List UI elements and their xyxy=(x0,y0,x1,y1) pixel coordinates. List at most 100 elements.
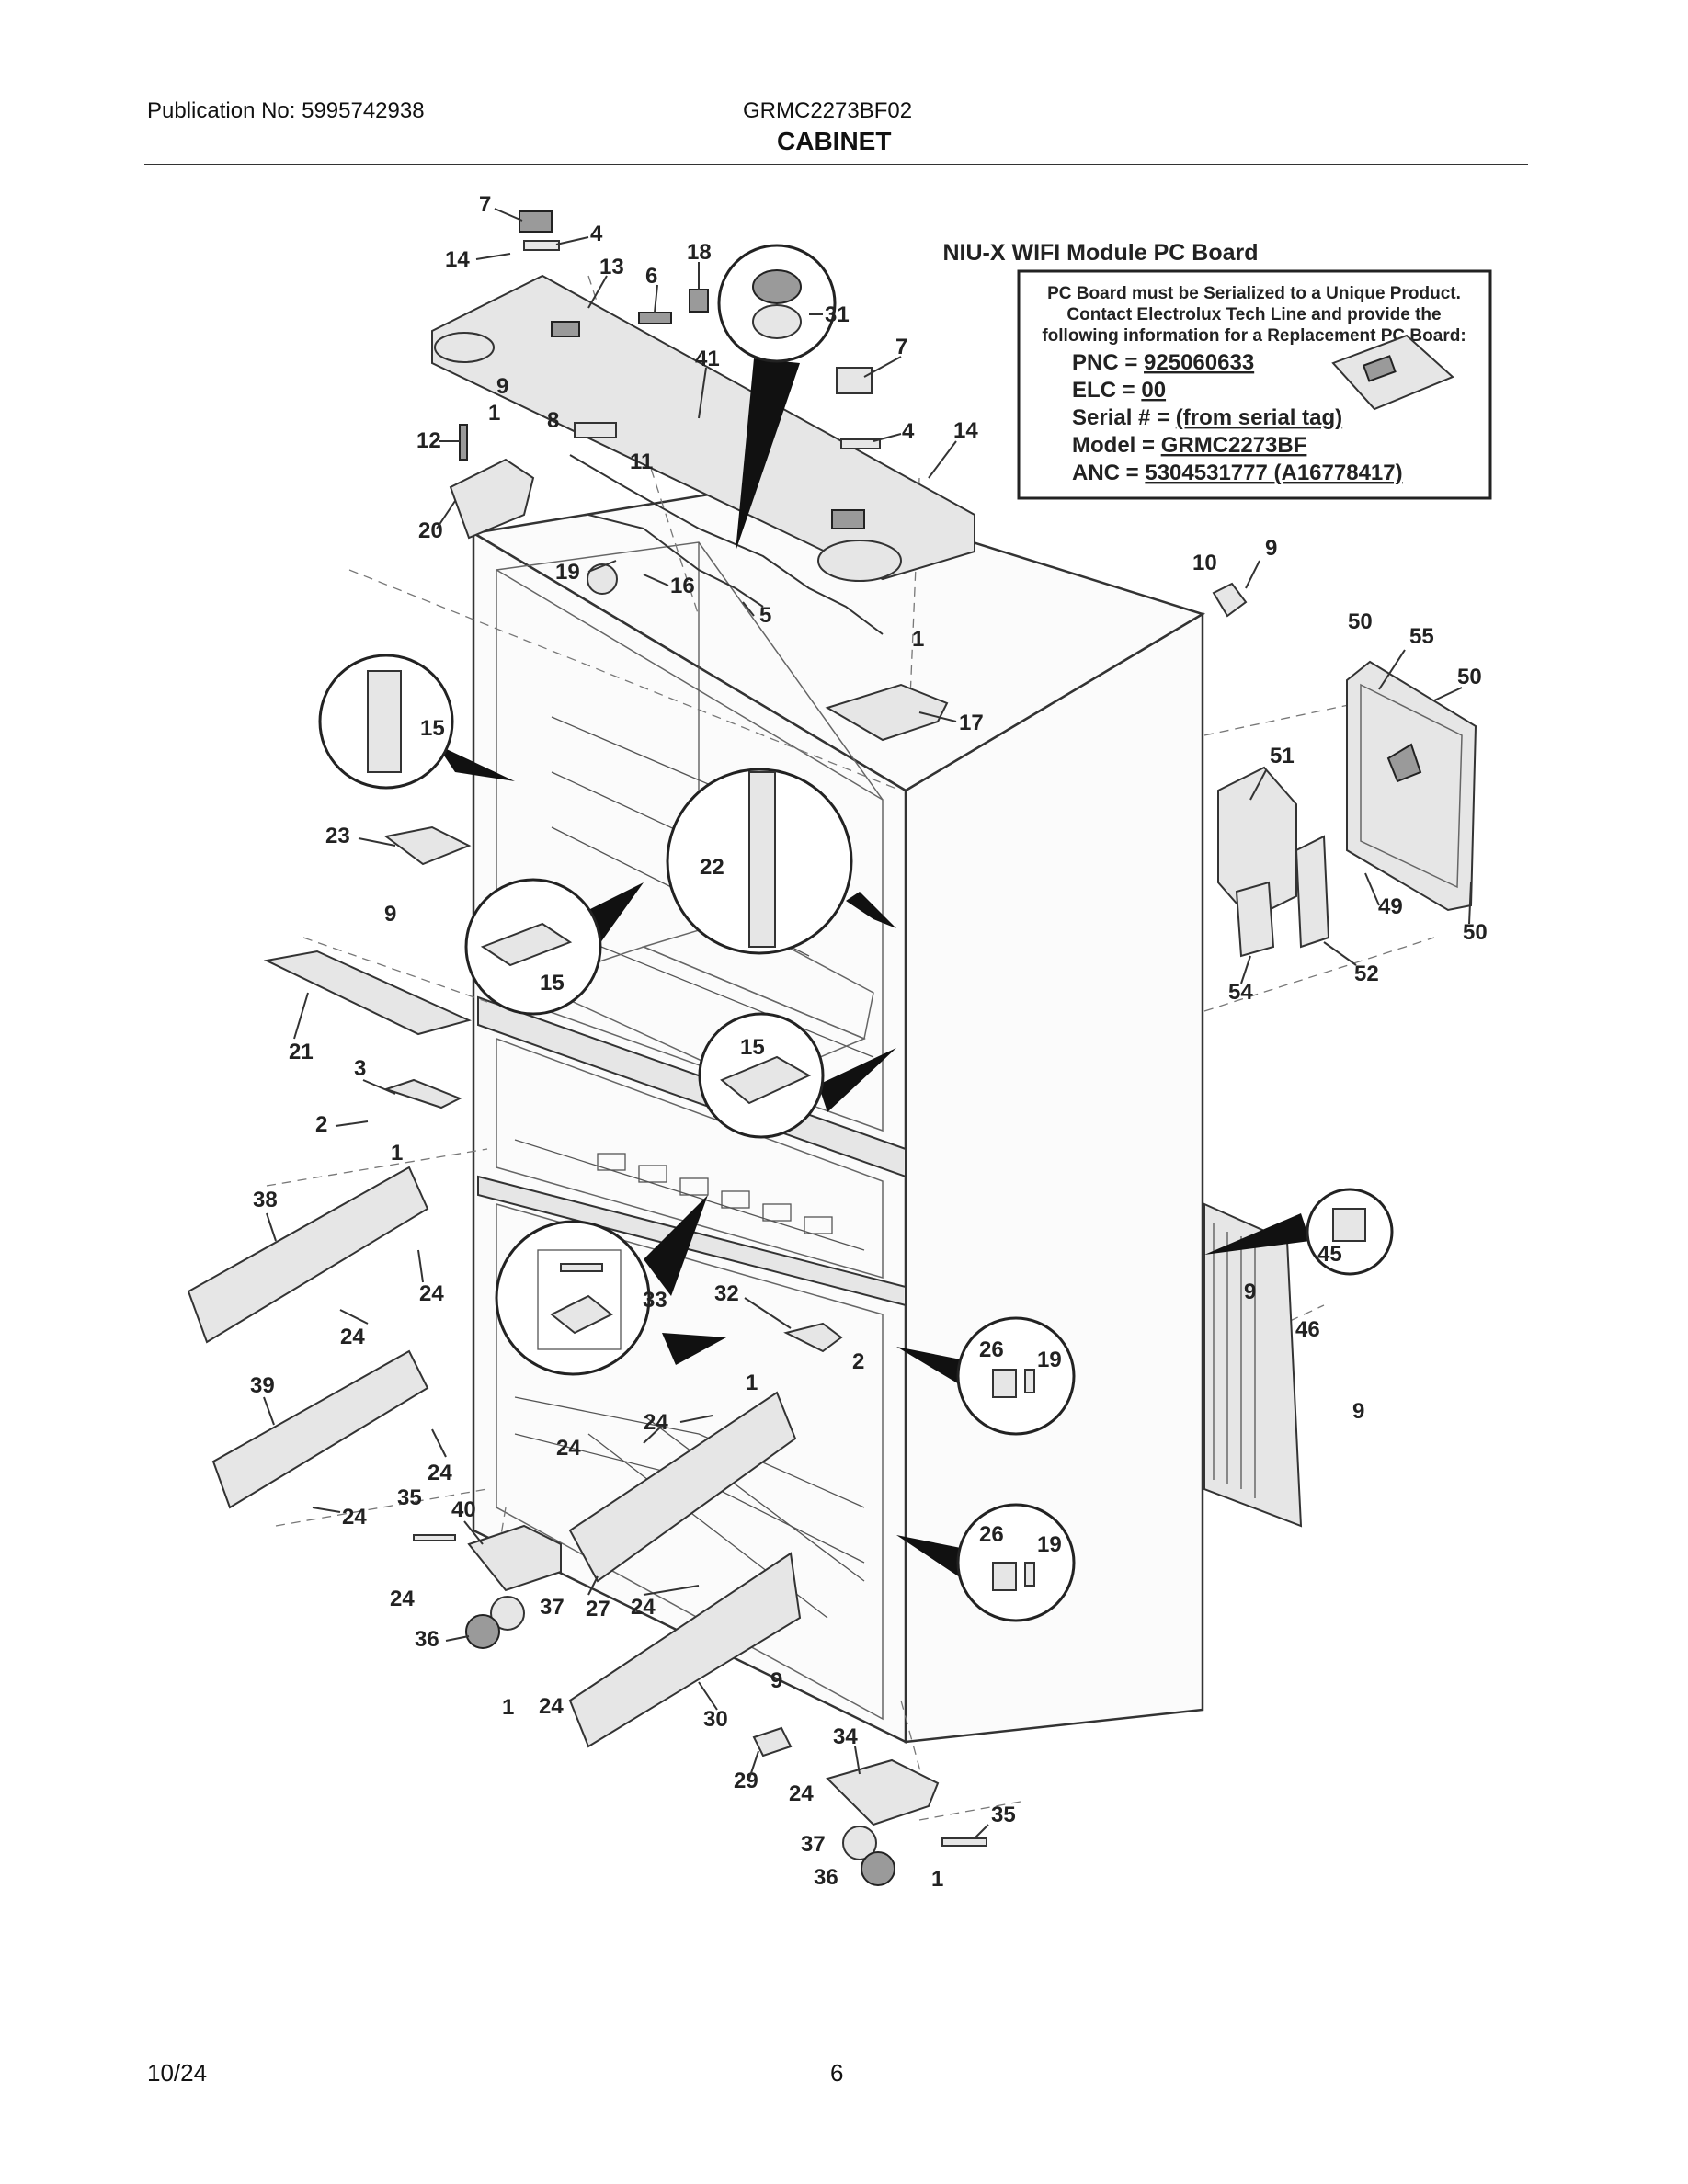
detail-circle-45 xyxy=(1204,1188,1394,1276)
callout-16: 16 xyxy=(670,574,695,598)
detail-circle-15-upper xyxy=(318,654,515,790)
serial-label: Serial # = xyxy=(1072,405,1176,430)
callout-9: 9 xyxy=(1244,1280,1256,1304)
part-29 xyxy=(752,1726,793,1757)
callout-9: 9 xyxy=(1352,1399,1364,1424)
sensor-18 xyxy=(689,289,709,313)
header-rule xyxy=(144,164,1528,165)
hinge-40 xyxy=(467,1524,562,1592)
model-number: GRMC2273BF02 xyxy=(743,98,913,123)
callout-33: 33 xyxy=(643,1288,667,1313)
callout-54: 54 xyxy=(1228,980,1253,1005)
callout-24: 24 xyxy=(789,1781,814,1806)
callout-24: 24 xyxy=(428,1461,452,1485)
page-number: 6 xyxy=(830,2059,844,2087)
callout-45: 45 xyxy=(1317,1242,1342,1267)
cover-46-vents xyxy=(1213,1223,1256,1498)
board-54 xyxy=(1235,881,1275,958)
callout-18: 18 xyxy=(687,240,712,265)
callout-13: 13 xyxy=(599,255,624,279)
callout-24: 24 xyxy=(390,1587,415,1611)
callout-15: 15 xyxy=(420,716,445,741)
cover-7-right xyxy=(836,367,873,394)
part-11 xyxy=(574,422,617,438)
model-label: Model = xyxy=(1072,433,1161,458)
callout-37: 37 xyxy=(801,1832,826,1857)
callout-39: 39 xyxy=(250,1373,275,1398)
callout-1: 1 xyxy=(488,401,500,426)
leveler-36-left xyxy=(465,1614,500,1649)
elc-label: ELC = xyxy=(1072,378,1141,403)
detail-circle-26-upper xyxy=(896,1316,1076,1436)
hinge-17 xyxy=(825,683,949,742)
callout-1: 1 xyxy=(502,1695,514,1720)
callout-35: 35 xyxy=(991,1803,1016,1827)
callout-14: 14 xyxy=(445,247,470,272)
callout-22: 22 xyxy=(700,855,724,880)
callout-1: 1 xyxy=(931,1867,943,1892)
callout-1: 1 xyxy=(391,1141,403,1166)
hinge-23 xyxy=(383,825,472,866)
wifi-box-line3: following information for a Replacement … xyxy=(1042,326,1466,346)
callout-4: 4 xyxy=(590,222,603,246)
publication-number: Publication No: 5995742938 xyxy=(147,98,425,123)
trim-39 xyxy=(211,1349,429,1509)
callout-40: 40 xyxy=(451,1497,476,1522)
callout-12: 12 xyxy=(416,428,441,453)
roller-37-right xyxy=(842,1826,877,1860)
leveler-36-right xyxy=(861,1851,895,1886)
callout-8: 8 xyxy=(547,408,559,433)
hinge-20 xyxy=(449,458,535,540)
callout-19: 19 xyxy=(1037,1532,1062,1557)
callout-31: 31 xyxy=(825,302,850,327)
callout-1: 1 xyxy=(912,627,924,652)
callout-50: 50 xyxy=(1463,920,1488,945)
callout-46: 46 xyxy=(1295,1317,1320,1342)
callout-11: 11 xyxy=(630,449,653,474)
part-32 xyxy=(783,1322,843,1353)
callout-32: 32 xyxy=(714,1281,739,1306)
rod-12 xyxy=(459,424,468,461)
callout-24: 24 xyxy=(631,1595,656,1620)
callout-36: 36 xyxy=(814,1865,838,1890)
cover-7-top xyxy=(519,210,553,233)
callout-36: 36 xyxy=(415,1627,439,1652)
callout-7: 7 xyxy=(479,192,491,217)
callout-30: 30 xyxy=(703,1707,728,1732)
control-panel-cover xyxy=(1346,660,1477,912)
callout-23: 23 xyxy=(325,824,350,848)
callout-5: 5 xyxy=(759,603,771,628)
hinge-3 xyxy=(382,1078,462,1109)
callout-7: 7 xyxy=(895,335,907,359)
callout-19: 19 xyxy=(555,560,580,585)
callout-21: 21 xyxy=(289,1040,314,1064)
board-52 xyxy=(1295,835,1330,949)
svg-text:PNC = 925060633: PNC = 925060633 xyxy=(1072,350,1254,375)
kick-27 xyxy=(568,1391,797,1583)
callout-29: 29 xyxy=(734,1769,758,1793)
detail-circle-26-lower xyxy=(896,1503,1076,1622)
control-board-51 xyxy=(1217,766,1297,921)
callout-24: 24 xyxy=(556,1436,581,1461)
anc-label: ANC = xyxy=(1072,461,1145,485)
bulb-4-right xyxy=(840,438,881,449)
callout-labels: 7 4 14 13 6 18 31 7 41 9 8 1 12 11 4 14 … xyxy=(250,192,1488,1892)
trim-38 xyxy=(187,1166,429,1344)
callout-2: 2 xyxy=(852,1349,864,1374)
part-19-top xyxy=(587,563,618,595)
svg-text:ANC = 5304531777 (A16778417): ANC = 5304531777 (A16778417) xyxy=(1072,461,1403,485)
pin-35-left xyxy=(413,1534,456,1541)
callout-15: 15 xyxy=(540,971,565,995)
anc-value: 5304531777 (A16778417) xyxy=(1145,461,1402,485)
callout-9: 9 xyxy=(770,1668,782,1693)
callout-20: 20 xyxy=(418,518,443,543)
model-value: GRMC2273BF xyxy=(1161,433,1307,458)
callout-41: 41 xyxy=(695,347,720,371)
detail-circle-33 xyxy=(495,1195,726,1376)
svg-text:Serial # = (from serial tag): Serial # = (from serial tag) xyxy=(1072,405,1342,430)
callout-15: 15 xyxy=(740,1035,765,1060)
callout-27: 27 xyxy=(586,1597,610,1621)
callout-35: 35 xyxy=(397,1485,422,1510)
pnc-label: PNC = xyxy=(1072,350,1144,375)
